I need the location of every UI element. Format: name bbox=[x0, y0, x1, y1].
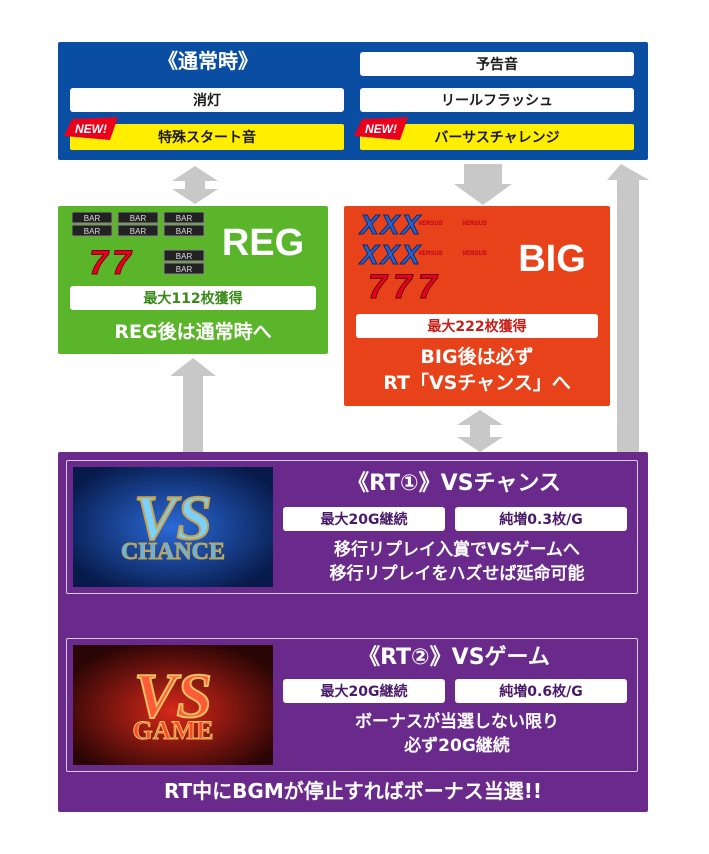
up-arrow-icon bbox=[607, 164, 649, 452]
svg-text:VS: VS bbox=[134, 482, 212, 553]
svg-text:BAR: BAR bbox=[176, 227, 193, 236]
reg-title: REG bbox=[221, 222, 305, 264]
svg-text:CHANCE: CHANCE bbox=[121, 539, 225, 565]
vs-game-logo-icon: VS GAME bbox=[73, 645, 273, 765]
rt2-title: 《RT②》VSゲーム bbox=[358, 645, 550, 670]
vs-chance-logo-icon: VS CHANCE bbox=[73, 467, 273, 587]
normal-item-reel-flash: リールフラッシュ bbox=[360, 88, 634, 112]
svg-text:XXX: XXX bbox=[358, 210, 422, 240]
big-panel: XXX XXX VERSUS VERSUS VERSUS VERSUS 777 … bbox=[344, 206, 610, 406]
svg-text:BAR: BAR bbox=[176, 252, 193, 261]
normal-item-extinguish: 消灯 bbox=[70, 88, 344, 112]
rt2-desc2: 必ず20G継続 bbox=[404, 736, 510, 756]
rt-panel: VS CHANCE 《RT①》VSチャンス 最大20G継続 純増0.3枚/G 移… bbox=[58, 452, 648, 812]
rt2-stat-max: 最大20G継続 bbox=[283, 679, 445, 703]
normal-item-versus-challenge: NEW! バーサスチャレンジ bbox=[354, 117, 634, 150]
double-arrow-icon bbox=[172, 166, 218, 204]
big-title: BIG bbox=[518, 238, 586, 280]
rt1-desc2: 移行リプレイをハズせば延命可能 bbox=[329, 564, 585, 584]
normal-item-special-start: NEW! 特殊スタート音 bbox=[64, 117, 344, 150]
new-badge-icon: NEW! bbox=[64, 117, 118, 140]
rt-footer: RT中にBGMが停止すればボーナス当選!! bbox=[164, 779, 542, 803]
rt1-desc1: 移行リプレイ入賞でVSゲームへ bbox=[334, 540, 580, 560]
svg-text:NEW!: NEW! bbox=[75, 122, 107, 136]
rt2-section: VS GAME 《RT②》VSゲーム 最大20G継続 純増0.6枚/G ボーナス… bbox=[66, 638, 638, 772]
up-arrow-icon bbox=[170, 358, 216, 452]
svg-text:VERSUS: VERSUS bbox=[418, 221, 443, 227]
rt1-section: VS CHANCE 《RT①》VSチャンス 最大20G継続 純増0.3枚/G 移… bbox=[66, 460, 638, 594]
special-start-label: 特殊スタート音 bbox=[158, 130, 256, 146]
big-note-line2: RT「VSチャンス」へ bbox=[383, 372, 571, 394]
svg-text:BAR: BAR bbox=[84, 227, 101, 236]
reg-reels-icon: BAR BAR BAR BAR BAR BAR BAR BAR 77 bbox=[72, 212, 205, 276]
rt2-stat-gain: 純増0.6枚/G bbox=[455, 679, 627, 703]
svg-text:BAR: BAR bbox=[84, 214, 101, 223]
svg-text:77: 77 bbox=[89, 244, 135, 276]
versus-challenge-label: バーサスチャレンジ bbox=[434, 130, 560, 146]
svg-text:VERSUS: VERSUS bbox=[462, 251, 487, 257]
rt2-desc1: ボーナスが当選しない限り bbox=[355, 712, 559, 732]
rt1-title: 《RT①》VSチャンス bbox=[347, 471, 561, 496]
double-arrow-icon bbox=[457, 410, 503, 452]
rt1-stat-max: 最大20G継続 bbox=[283, 507, 445, 531]
rt1-stat-gain: 純増0.3枚/G bbox=[455, 507, 627, 531]
reg-panel: BAR BAR BAR BAR BAR BAR BAR BAR 77 REG 最… bbox=[58, 206, 328, 354]
big-note-line1: BIG後は必ず bbox=[420, 346, 534, 368]
big-award: 最大222枚獲得 bbox=[356, 314, 598, 338]
svg-text:VERSUS: VERSUS bbox=[418, 251, 443, 257]
normal-title: 《通常時》 bbox=[158, 49, 258, 73]
svg-text:NEW!: NEW! bbox=[365, 122, 397, 136]
reg-note: REG後は通常時へ bbox=[114, 321, 272, 343]
svg-text:BAR: BAR bbox=[130, 227, 147, 236]
svg-text:GAME: GAME bbox=[133, 716, 214, 745]
normal-item-notice-sound: 予告音 bbox=[360, 52, 634, 76]
reg-award: 最大112枚獲得 bbox=[70, 286, 316, 310]
svg-text:VERSUS: VERSUS bbox=[462, 221, 487, 227]
new-badge-icon: NEW! bbox=[354, 117, 408, 140]
down-arrow-icon bbox=[454, 164, 512, 205]
svg-text:BAR: BAR bbox=[176, 265, 193, 274]
svg-text:BAR: BAR bbox=[130, 214, 147, 223]
svg-text:777: 777 bbox=[368, 268, 443, 302]
svg-text:VS: VS bbox=[134, 660, 212, 731]
svg-text:XXX: XXX bbox=[358, 239, 422, 270]
svg-text:BAR: BAR bbox=[176, 214, 193, 223]
big-reels-icon: XXX XXX VERSUS VERSUS VERSUS VERSUS 777 bbox=[358, 210, 487, 302]
normal-panel: 《通常時》 消灯 NEW! 特殊スタート音 予告音 リールフラッシュ NEW! … bbox=[58, 42, 648, 160]
